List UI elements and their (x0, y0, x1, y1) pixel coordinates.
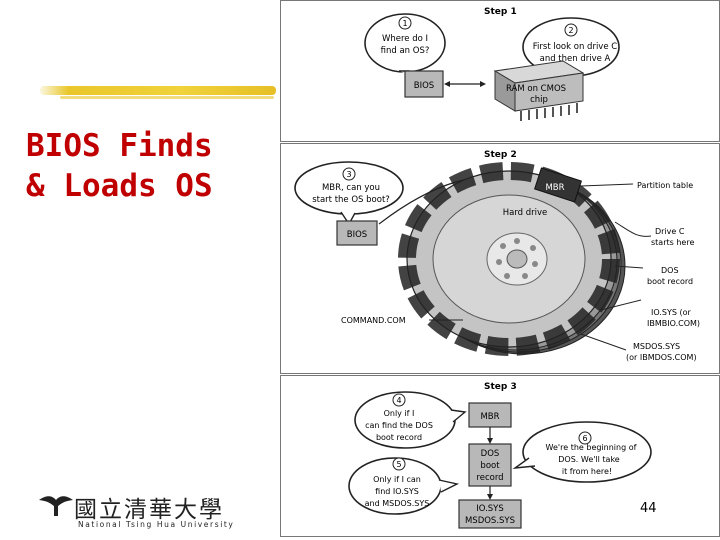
hard-drive (407, 171, 625, 354)
bubble2-number: 2 (568, 26, 573, 35)
hard-drive-label: Hard drive (503, 208, 548, 218)
bubble1-text-line1: Where do I (382, 34, 428, 44)
page-number: 44 (640, 501, 657, 516)
drive-c-label-line2: starts here (651, 238, 694, 247)
step2-diagram: Step 2 3 MBR, can you start the OS boot?… (281, 144, 719, 373)
step1-bios-label: BIOS (414, 81, 434, 91)
msdos-label-line2: (or IBMDOS.COM) (626, 353, 697, 362)
dos-box-line3: record (476, 473, 503, 483)
msdos-pointer (581, 334, 626, 350)
bubble5-number: 5 (396, 460, 401, 469)
bubble5-text-line2: find IO.SYS (375, 487, 419, 496)
dos-boot-label-line2: boot record (647, 277, 693, 286)
partition-table-pointer (581, 184, 633, 186)
sys-box-line1: IO.SYS (476, 504, 504, 514)
step1-diagram: Step 1 1 Where do I find an OS? 2 First … (281, 1, 719, 141)
step3-mbr-label: MBR (480, 412, 499, 422)
bubble3-number: 3 (346, 170, 351, 179)
bubble4-text-line2: can find the DOS (365, 421, 433, 430)
bubble1-number: 1 (402, 19, 407, 28)
logo-english-name: National Tsing Hua University (78, 520, 234, 529)
bubble6-text-line1: We're the beginning of (546, 443, 637, 452)
partition-table-label: Partition table (637, 181, 693, 190)
logo-chinese-name: 國立清華大學 (74, 490, 224, 524)
bubble6-text-line2: DOS. We'll take (558, 455, 620, 464)
msdos-label-line1: MSDOS.SYS (633, 342, 680, 351)
bubble5-tail (439, 480, 457, 492)
drive-c-pointer (615, 222, 651, 236)
title-underline-brush-stroke (60, 96, 274, 99)
iosys-label-line1: IO.SYS (or (651, 308, 691, 317)
bubble6-text-line3: it from here! (562, 467, 612, 476)
step2-bios-label: BIOS (347, 230, 367, 240)
bubble5-text-line1: Only if I can (373, 475, 421, 484)
bubble4-text-line1: Only if I (384, 409, 415, 418)
mbr-label: MBR (545, 183, 564, 193)
command-com-label: COMMAND.COM (341, 316, 406, 325)
bubble3-text-line2: start the OS boot? (312, 195, 390, 205)
bubble6-number: 6 (582, 434, 587, 443)
bubble4-tail (451, 410, 465, 422)
step2-label: Step 2 (484, 150, 517, 160)
cmos-label-line1: RAM on CMOS (506, 84, 566, 94)
slide-title-line2: & Loads OS (26, 166, 276, 206)
drive-c-label-line1: Drive C (655, 227, 685, 236)
cmos-label-line2: chip (530, 95, 548, 105)
bubble1-text-line2: find an OS? (381, 46, 430, 56)
university-logo: 國立清華大學 National Tsing Hua University (38, 490, 238, 530)
step1-panel: Step 1 1 Where do I find an OS? 2 First … (280, 0, 720, 142)
bubble3-text-line1: MBR, can you (322, 183, 380, 193)
dos-boot-label-line1: DOS (661, 266, 679, 275)
step2-panel: Step 2 3 MBR, can you start the OS boot?… (280, 143, 720, 374)
title-underline-brush (40, 86, 276, 95)
bubble4-text-line3: boot record (376, 433, 422, 442)
step1-label: Step 1 (484, 7, 517, 17)
slide-title-line1: BIOS Finds (26, 126, 276, 166)
sys-box-line2: MSDOS.SYS (465, 516, 515, 526)
bubble2-text-line1: First look on drive C (533, 42, 617, 52)
bubble4-number: 4 (396, 396, 401, 405)
logo-emblem (38, 492, 74, 518)
iosys-label-line2: IBMBIO.COM) (647, 319, 700, 328)
step3-label: Step 3 (484, 382, 517, 392)
slide-title: BIOS Finds & Loads OS (26, 126, 276, 206)
dos-box-line1: DOS (481, 449, 500, 459)
bubble5-text-line3: and MSDOS.SYS (365, 499, 430, 508)
dos-box-line2: boot (480, 461, 500, 471)
